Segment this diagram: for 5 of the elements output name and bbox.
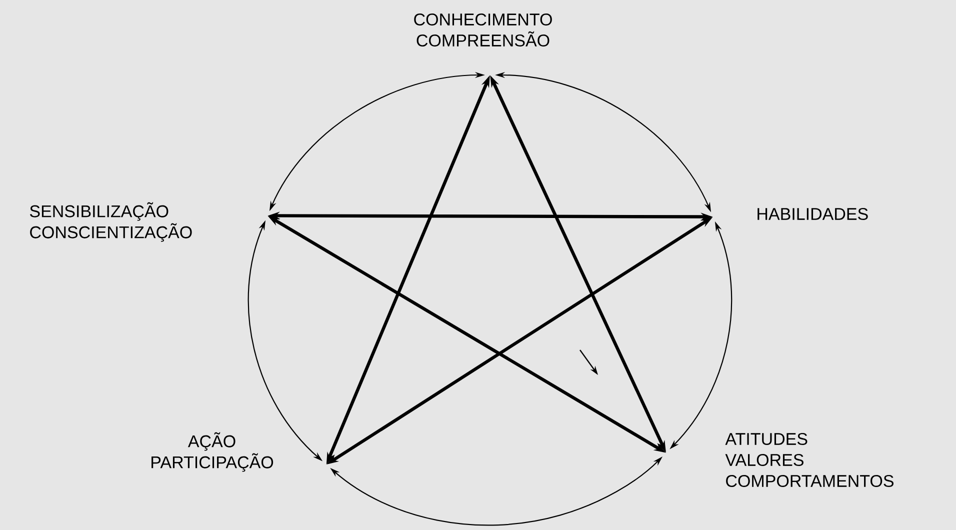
concept-label: ATITUDES VALORES COMPORTAMENTOS: [725, 432, 894, 487]
concept-label: CONHECIMENTO COMPREENSÃO: [414, 13, 552, 47]
concept-label: HABILIDADES: [758, 208, 868, 220]
concept-label: SENSIBILIZAÇÃO CONSCIENTIZAÇÃO: [30, 202, 192, 242]
concept-label: AÇÃO PARTICIPAÇÃO: [152, 432, 274, 472]
